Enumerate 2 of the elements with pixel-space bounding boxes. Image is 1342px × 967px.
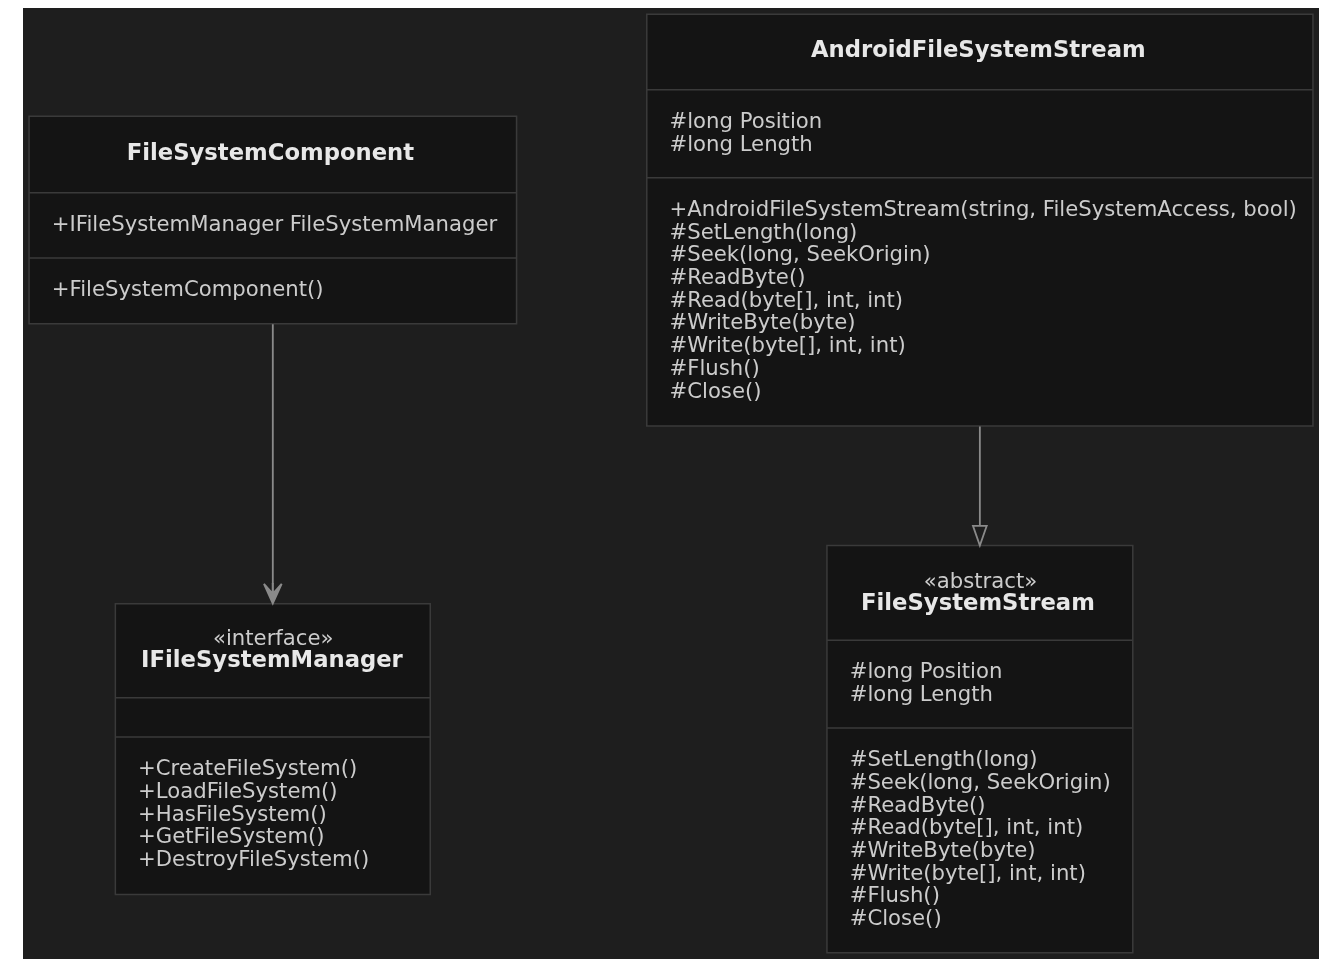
arrow: [971, 425, 989, 549]
arrow: [263, 323, 283, 605]
